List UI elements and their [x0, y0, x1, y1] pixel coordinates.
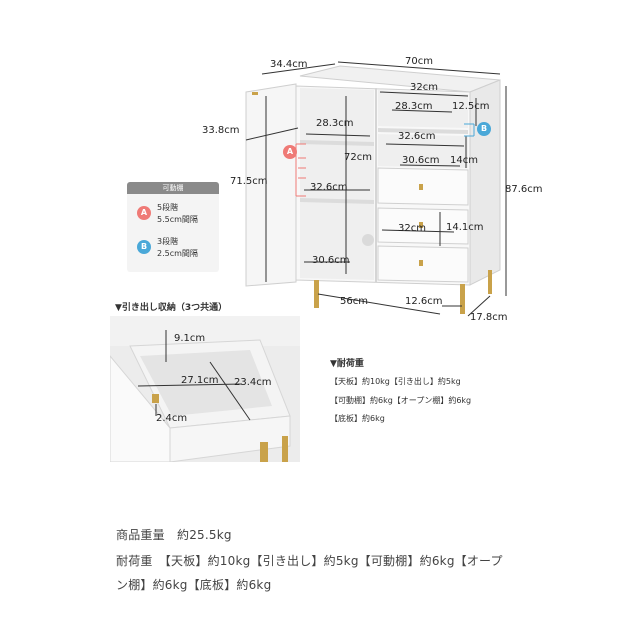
- footer-load-line-1: 耐荷重 【天板】約10kg【引き出し】約5kg【可動棚】約6kg【オープ: [116, 554, 503, 568]
- load-capacity-line-2: 【可動棚】約6kg【オープン棚】約6kg: [330, 396, 472, 405]
- dim-left-bottom-depth: 30.6cm: [312, 255, 350, 266]
- dim-drawer-width: 32cm: [398, 223, 426, 234]
- dim-left-shelf-width2: 32.6cm: [310, 182, 348, 193]
- dim-base-width: 56cm: [340, 296, 368, 307]
- drawer-photo: [110, 316, 300, 462]
- dim-right-shelf-width: 32.6cm: [398, 131, 436, 142]
- dim-total-height: 87.6cm: [505, 184, 543, 195]
- legend-b-badge: B: [137, 240, 151, 254]
- legend-a-interval: 5.5cm間隔: [157, 215, 198, 224]
- load-capacity-line-1: 【天板】約10kg【引き出し】約5kg: [330, 377, 461, 386]
- shelf-b-badge: B: [477, 122, 491, 136]
- legend-b-steps: 3段階: [157, 237, 179, 246]
- dim-knob-size: 2.4cm: [156, 413, 188, 424]
- load-capacity-line-3: 【底板】約6kg: [330, 414, 385, 423]
- dim-drawer-inner-height: 9.1cm: [174, 333, 206, 344]
- dim-left-shelf-width: 28.3cm: [316, 118, 354, 129]
- dim-door-height: 71.5cm: [230, 176, 268, 187]
- legend-header: 可動棚: [127, 182, 219, 194]
- dim-drawer-inner-depth: 23.4cm: [234, 377, 272, 388]
- dim-right-top-height: 12.5cm: [452, 101, 490, 112]
- dim-drawer-inner-width: 27.1cm: [181, 375, 219, 386]
- footer-load-line-2: ン棚】約6kg【底板】約6kg: [116, 578, 272, 592]
- dim-leg-width: 12.6cm: [405, 296, 443, 307]
- drawer-section-title: ▼引き出し収納（3つ共通）: [115, 303, 228, 313]
- dim-drawer-height: 14.1cm: [446, 222, 484, 233]
- load-capacity-title: ▼耐荷重: [330, 359, 364, 369]
- dim-width-top: 70cm: [405, 56, 433, 67]
- shelf-a-badge: A: [283, 145, 297, 159]
- movable-shelf-legend: 可動棚 A 5段階 5.5cm間隔 B 3段階 2.5cm間隔: [127, 182, 219, 272]
- dim-leg-height: 17.8cm: [470, 312, 508, 323]
- legend-a-badge: A: [137, 206, 151, 220]
- dim-right-top-width: 28.3cm: [395, 101, 433, 112]
- dim-depth-top: 34.4cm: [270, 59, 308, 70]
- dim-door-depth: 33.8cm: [202, 125, 240, 136]
- legend-b-interval: 2.5cm間隔: [157, 249, 198, 258]
- dim-right-drawer-height: 14cm: [450, 155, 478, 166]
- legend-a-steps: 5段階: [157, 203, 179, 212]
- dim-right-drawer-depth: 30.6cm: [402, 155, 440, 166]
- product-weight: 商品重量 約25.5kg: [116, 528, 232, 542]
- dim-inner-height: 72cm: [344, 152, 372, 163]
- dim-shelf-inner-width: 32cm: [410, 82, 438, 93]
